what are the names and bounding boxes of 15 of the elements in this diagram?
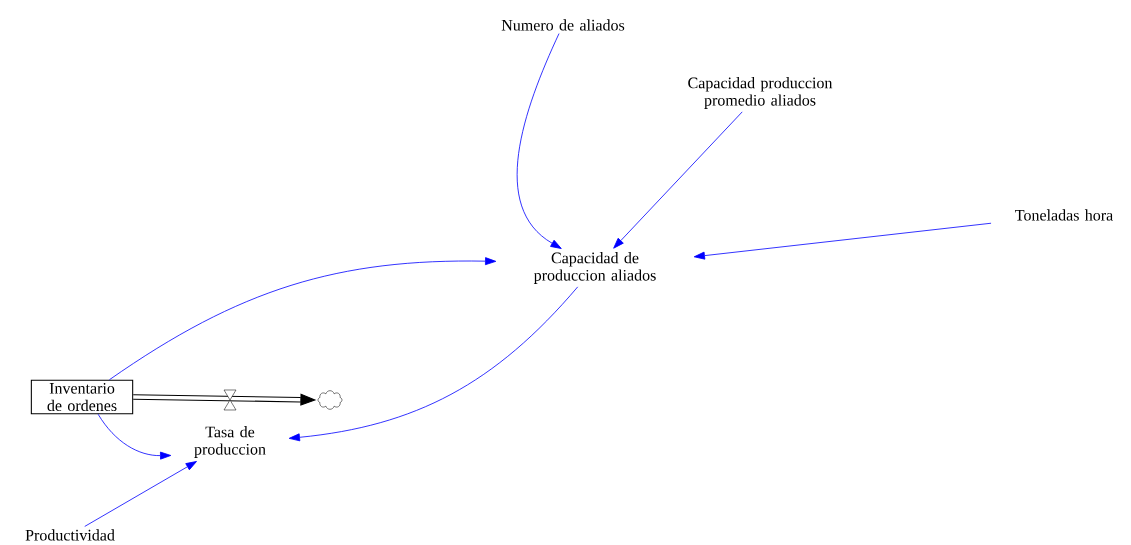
- variable-label: Numero de aliados: [501, 19, 625, 31]
- arrow: [84, 461, 197, 527]
- arrow: [288, 286, 579, 442]
- variable-label: Capacidad de produccion aliados: [533, 252, 656, 284]
- arrow: [516, 33, 562, 249]
- arrow: [109, 257, 497, 381]
- variable-label: Tasa de produccion: [194, 426, 266, 458]
- variable-label: Toneladas hora: [1015, 209, 1113, 221]
- variable-label: Productividad: [25, 529, 115, 541]
- arrow: [693, 222, 992, 260]
- cloud-icon: [317, 390, 343, 410]
- arrow: [613, 111, 743, 249]
- stock-box: Inventario de ordenes: [30, 379, 134, 415]
- variable-label: Capacidad produccion promedio aliados: [688, 77, 833, 109]
- arrow: [97, 413, 172, 460]
